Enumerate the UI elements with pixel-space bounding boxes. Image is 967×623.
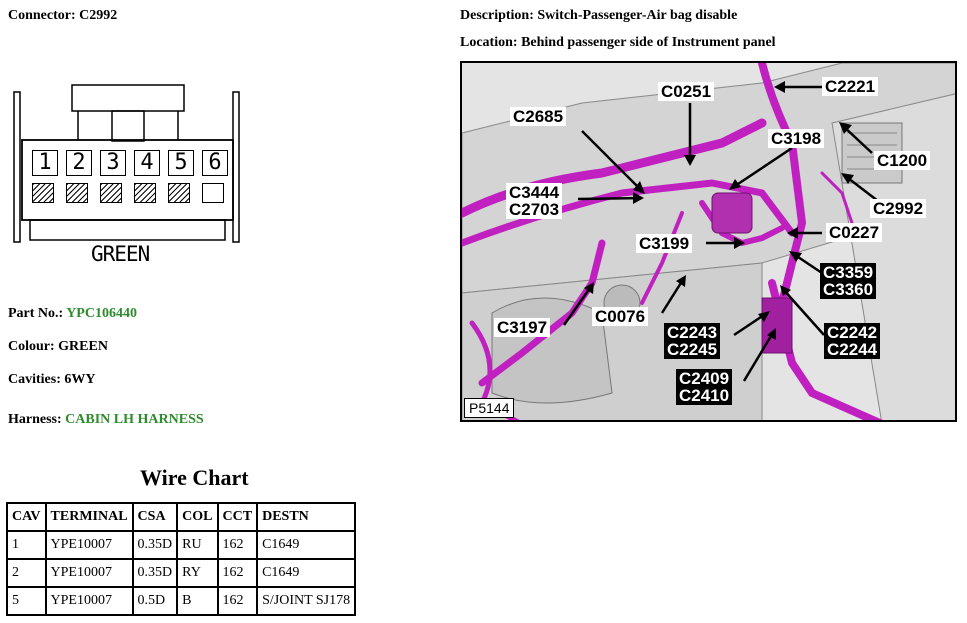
callout-c0251: C0251 <box>658 82 715 101</box>
cell-terminal: YPE10007 <box>44 530 134 560</box>
callout-c0227: C0227 <box>826 223 883 242</box>
cell-cav: 1 <box>6 530 47 560</box>
callout-c3199: C3199 <box>636 234 693 253</box>
cell-destn: C1649 <box>256 558 357 588</box>
cell-col: RY <box>176 558 219 588</box>
colour-line: Colour: GREEN <box>8 339 108 355</box>
cavity-number-1: 1 <box>32 150 58 176</box>
callout-c2409-c2410: C2409 C2410 <box>676 369 733 405</box>
header-destn: DESTN <box>256 502 357 532</box>
cavity-number-4: 4 <box>134 150 160 176</box>
harness-label: Harness: <box>8 412 62 427</box>
location-line: Location: Behind passenger side of Instr… <box>460 35 776 51</box>
cell-col: B <box>176 586 219 616</box>
table-row: 1 YPE10007 0.35D RU 162 C1649 <box>6 530 357 560</box>
cell-cav: 5 <box>6 586 47 616</box>
connector-heading: Connector: C2992 <box>8 8 117 24</box>
wire-chart-title: Wire Chart <box>140 465 249 490</box>
callout-c2221: C2221 <box>822 77 879 96</box>
description-line: Description: Switch-Passenger-Air bag di… <box>460 8 737 24</box>
cavity-number-6: 6 <box>202 150 228 176</box>
callout-c2992: C2992 <box>870 199 927 218</box>
location-photo: C0251 C2221 C2685 C3198 C1200 C3444 C270… <box>460 61 957 422</box>
callout-c1200: C1200 <box>874 151 931 170</box>
part-number-value: YPC106440 <box>66 306 137 321</box>
header-csa: CSA <box>131 502 179 532</box>
callout-c3198: C3198 <box>768 129 825 148</box>
part-number-label: Part No.: <box>8 306 64 321</box>
cavity-pin-5 <box>168 183 190 203</box>
cavity-number-5: 5 <box>168 150 194 176</box>
cell-destn: S/JOINT SJ178 <box>256 586 357 616</box>
callout-c2685: C2685 <box>510 107 567 126</box>
cavity-number-2: 2 <box>66 150 92 176</box>
cavities-value: 6WY <box>64 372 96 387</box>
location-value: Behind passenger side of Instrument pane… <box>521 35 776 50</box>
harness-line: Harness: CABIN LH HARNESS <box>8 412 204 428</box>
part-number-line: Part No.: YPC106440 <box>8 306 137 322</box>
colour-label: Colour: <box>8 339 55 354</box>
table-row: 5 YPE10007 0.5D B 162 S/JOINT SJ178 <box>6 586 357 616</box>
cavity-pin-1 <box>32 183 54 203</box>
connector-id: C2992 <box>79 8 118 23</box>
cavity-number-3: 3 <box>100 150 126 176</box>
cavity-pin-3 <box>100 183 122 203</box>
cell-terminal: YPE10007 <box>44 558 134 588</box>
description-label: Description: <box>460 8 534 23</box>
cavity-pin-2 <box>66 183 88 203</box>
connector-body-color: GREEN <box>91 242 150 266</box>
cell-cct: 162 <box>216 558 259 588</box>
header-cav: CAV <box>6 502 47 532</box>
photo-reference: P5144 <box>464 398 515 418</box>
callout-c3197: C3197 <box>494 318 551 337</box>
connector-label: Connector: <box>8 8 76 23</box>
wire-chart-table: CAV TERMINAL CSA COL CCT DESTN 1 YPE1000… <box>6 502 357 616</box>
cell-csa: 0.35D <box>131 558 179 588</box>
cavities-line: Cavities: 6WY <box>8 372 96 388</box>
header-col: COL <box>176 502 219 532</box>
connector-outline <box>13 84 240 243</box>
wire-chart-header-row: CAV TERMINAL CSA COL CCT DESTN <box>6 502 357 532</box>
harness-value: CABIN LH HARNESS <box>65 412 204 427</box>
callout-c2242-c2244: C2242 C2244 <box>824 323 881 359</box>
callout-c3359-c3360: C3359 C3360 <box>820 263 877 299</box>
cell-csa: 0.35D <box>131 530 179 560</box>
header-terminal: TERMINAL <box>44 502 134 532</box>
cell-csa: 0.5D <box>131 586 179 616</box>
cavity-pin-4 <box>134 183 156 203</box>
cell-col: RU <box>176 530 219 560</box>
cell-cct: 162 <box>216 586 259 616</box>
callout-c2243-c2245: C2243 C2245 <box>664 323 721 359</box>
table-row: 2 YPE10007 0.35D RY 162 C1649 <box>6 558 357 588</box>
cavities-label: Cavities: <box>8 372 61 387</box>
cell-destn: C1649 <box>256 530 357 560</box>
cell-cct: 162 <box>216 530 259 560</box>
header-cct: CCT <box>216 502 259 532</box>
cavity-pin-6 <box>202 183 224 203</box>
cell-terminal: YPE10007 <box>44 586 134 616</box>
colour-value: GREEN <box>58 339 108 354</box>
connector-face-diagram: 1 2 3 4 5 6 GREEN <box>12 82 244 272</box>
callout-c0076: C0076 <box>592 307 649 326</box>
description-value: Switch-Passenger-Air bag disable <box>537 8 738 23</box>
cell-cav: 2 <box>6 558 47 588</box>
callout-c3444-c2703: C3444 C2703 <box>506 183 563 219</box>
location-label: Location: <box>460 35 518 50</box>
